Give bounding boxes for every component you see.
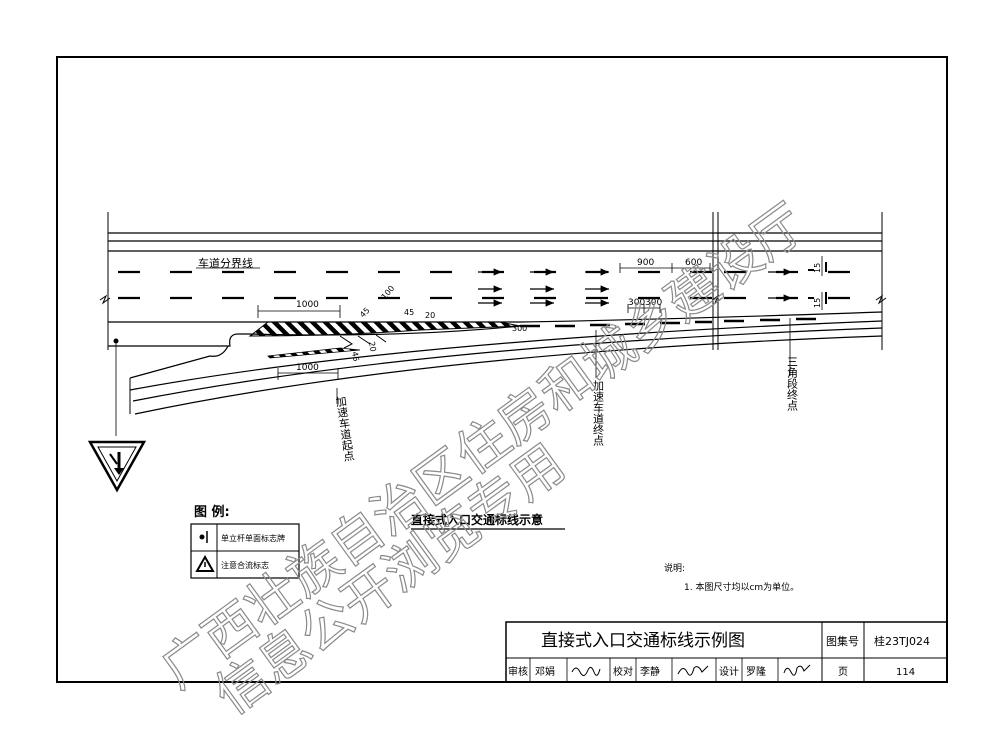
merge-warning-sign-icon (87, 440, 147, 493)
single-post-sign-icon (199, 531, 208, 543)
review-name: 邓娟 (535, 665, 555, 678)
dim-600: 600 (685, 258, 702, 268)
check-label: 校对 (613, 665, 633, 678)
dim-20: 20 (425, 311, 435, 320)
design-name: 罗隆 (746, 665, 766, 678)
dim-300-b: 300 (645, 298, 662, 308)
atlas-no: 桂23TJ024 (874, 634, 930, 648)
drawing-title: 直接式入口交通标线示例图 (541, 631, 745, 651)
dim-300: 300 (512, 324, 527, 333)
signature-checker (677, 665, 709, 676)
sheet-frame (56, 56, 948, 683)
legend-title: 图 例: (194, 504, 230, 520)
design-label: 设计 (719, 665, 739, 678)
legend-item-merge-label: 注意合流标志 (221, 560, 269, 570)
legend-item-sign-label: 单立杆单面标志牌 (221, 533, 285, 543)
dim-45-b: 45 (358, 306, 372, 320)
atlas-no-label: 图集号 (826, 634, 859, 648)
legend-table: 单立杆单面标志牌 注意合流标志 (190, 523, 300, 579)
diagram-title: 直接式入口交通标线示意 (411, 512, 543, 527)
signature-reviewer (571, 666, 601, 676)
dim-20-b: 20 (367, 341, 378, 353)
dim-45-a: 45 (404, 308, 414, 317)
page-label: 页 (838, 666, 848, 678)
warning-triangle-icon (195, 554, 215, 572)
dim-15-b: 15 (813, 298, 822, 308)
dim-300-a: 300 (628, 298, 645, 308)
page-no: 114 (896, 667, 915, 678)
review-label: 审核 (508, 665, 528, 678)
signature-designer (783, 664, 811, 676)
road-plan (99, 212, 887, 436)
dim-1000-bottom: 1000 (296, 363, 319, 373)
title-block (505, 621, 948, 683)
accel-lane-end-label: 加速车道终点 (592, 380, 605, 447)
lane-divider-label: 车道分界线 (198, 256, 253, 270)
notes-line-1: 1. 本图尺寸均以cm为单位。 (684, 581, 799, 593)
triangle-end-label: 三角段终点 (786, 356, 799, 412)
dim-15-a: 15 (813, 263, 822, 273)
dim-45-c: 45 (350, 351, 361, 363)
dim-1000-top: 1000 (296, 300, 319, 310)
notes-title: 说明: (664, 562, 685, 574)
dim-900: 900 (637, 258, 654, 268)
accel-lane-start-label: 加速车道起点 (334, 395, 356, 463)
check-name: 李静 (640, 665, 660, 678)
